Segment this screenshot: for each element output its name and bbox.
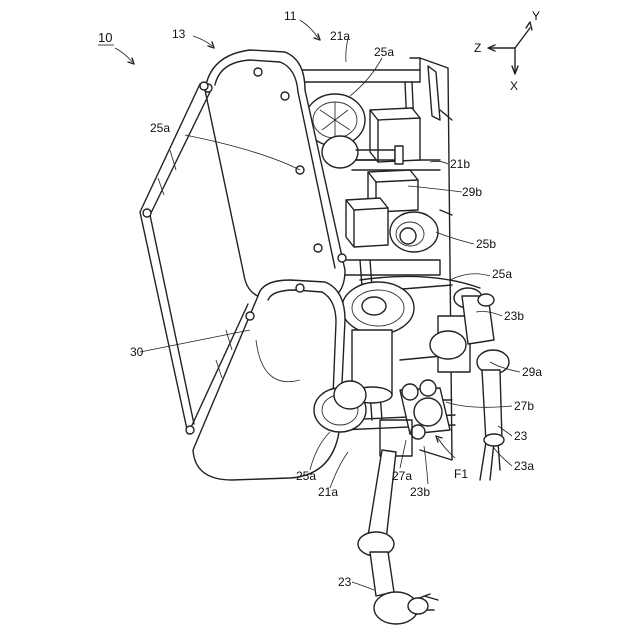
axis-label-z: Z	[474, 41, 481, 55]
thruster-25b	[390, 212, 438, 252]
label-F1: F1	[454, 467, 468, 481]
label-23-right: 23	[514, 429, 528, 443]
label-23a: 23a	[514, 459, 534, 473]
axis-indicator	[488, 22, 532, 74]
label-23b-bottom: 23b	[410, 485, 430, 499]
axis-label-x: X	[510, 79, 518, 93]
axis-label-y: Y	[532, 9, 540, 23]
label-27a: 27a	[392, 469, 412, 483]
sensor-cluster	[380, 316, 470, 456]
label-23-bottom: 23	[338, 575, 352, 589]
label-10: 10	[98, 30, 112, 45]
label-21b: 21b	[450, 157, 470, 171]
label-21a-top: 21a	[330, 29, 350, 43]
label-27b: 27b	[514, 399, 534, 413]
lower-float	[193, 280, 345, 480]
label-13: 13	[172, 27, 186, 41]
label-25a-bottom: 25a	[296, 469, 316, 483]
label-25b: 25b	[476, 237, 496, 251]
label-11: 11	[284, 9, 297, 23]
label-25a-top: 25a	[374, 45, 394, 59]
label-21a-bottom: 21a	[318, 485, 338, 499]
label-25a-mid: 25a	[492, 267, 512, 281]
label-23b-right: 23b	[504, 309, 524, 323]
label-29a: 29a	[522, 365, 542, 379]
label-30: 30	[130, 345, 144, 359]
upper-float	[204, 50, 346, 301]
label-29b: 29b	[462, 185, 482, 199]
label-25a-left: 25a	[150, 121, 170, 135]
